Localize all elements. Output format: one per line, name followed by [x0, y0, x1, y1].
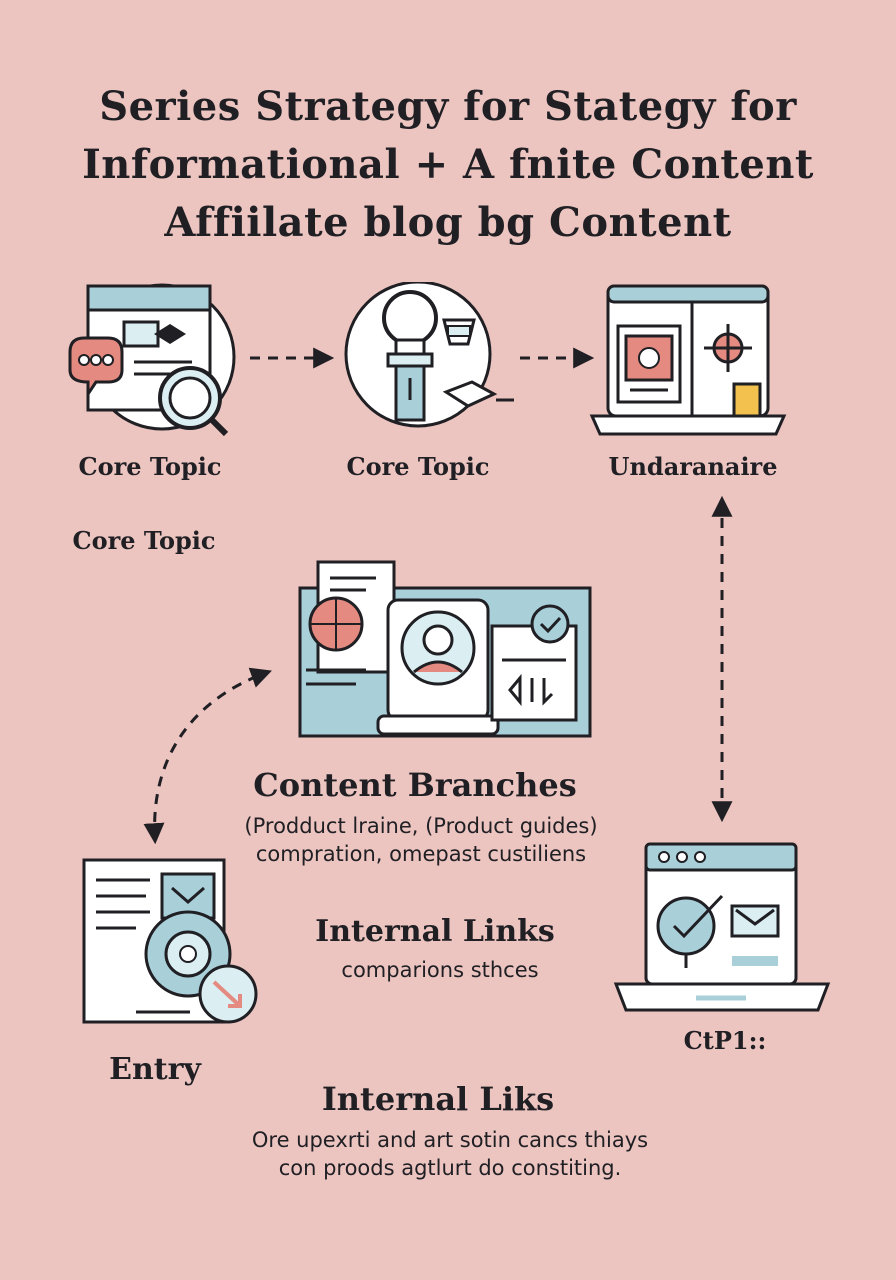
core-topic-label-2: Core Topic	[346, 452, 490, 481]
core-topic-browser-icon	[68, 283, 236, 437]
internal-links-title-1: Internal Links	[315, 914, 555, 949]
title-line-3: Affiilate blog bg Content	[164, 199, 732, 246]
content-branches-desc-line-1: (Prodduct lraine, (Product guides)	[244, 814, 598, 838]
title-line-1: Series Strategy for Stategy for	[99, 83, 797, 130]
page-title: Series Strategy for Stategy for Informat…	[0, 78, 896, 252]
arrow-entry-to-branches	[143, 667, 272, 845]
content-branches-desc-line-2: compration, omepast custiliens	[255, 842, 587, 866]
core-topic-label-1: Core Topic	[78, 452, 222, 481]
internal-links-title-2: Internal Liks	[321, 1080, 555, 1118]
ctp1-laptop-icon	[613, 842, 831, 1012]
undaranaire-laptop-icon	[589, 284, 787, 436]
core-topic-lightbulb-icon	[344, 282, 514, 428]
undaranaire-label: Undaranaire	[608, 452, 778, 481]
internal-links-desc-1: comparions sthces	[341, 958, 539, 982]
content-branches-title: Content Branches	[253, 766, 577, 804]
content-branches-devices-icon	[298, 560, 592, 738]
core-topic-label-3: Core Topic	[72, 526, 216, 555]
internal-links-desc-2-line-2: con proods agtlurt do constiting.	[278, 1156, 622, 1180]
entry-label: Entry	[109, 1052, 201, 1087]
title-line-2: Informational + A fnite Content	[82, 141, 814, 188]
ctp1-label: CtP1::	[683, 1026, 767, 1055]
internal-links-desc-2-line-1: Ore upexrti and art sotin cancs thiays	[251, 1128, 649, 1152]
entry-document-icon	[82, 858, 258, 1024]
